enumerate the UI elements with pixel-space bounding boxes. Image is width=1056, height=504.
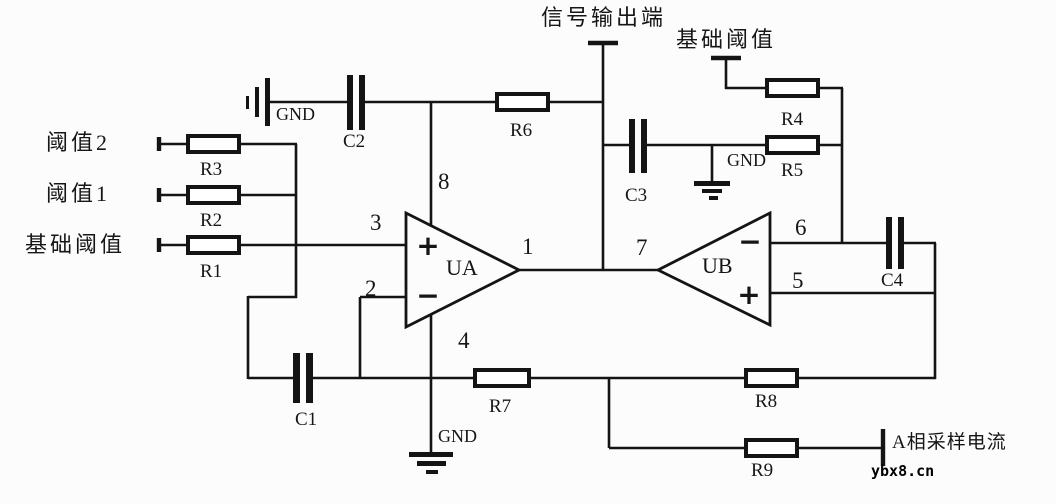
ref-c3: C3 [625,185,648,206]
ref-r3: R3 [200,159,223,180]
ref-r4: R4 [781,109,804,130]
resistor-r1 [186,235,241,255]
ref-r8: R8 [755,391,778,412]
ref-r2: R2 [200,210,223,231]
resistor-r7 [473,368,531,388]
pin-ua-8: 8 [438,169,450,194]
ref-r7: R7 [489,396,512,417]
opamp-ua-name: UA [446,255,478,280]
ground-symbol-bottom [409,452,453,474]
resistor-r5 [765,135,820,155]
wire [770,241,937,379]
wire [603,88,844,244]
ref-r6: R6 [510,120,533,141]
resistor-r3 [186,134,241,154]
terminal-label-threshold2: 阈值2 [46,130,111,155]
ref-c2: C2 [343,131,366,152]
terminal-label-phase-a-current: A相采样电流 [892,432,1007,453]
wire [724,58,843,90]
pin-ub-6: 6 [795,215,807,240]
ground-symbol-mid [694,181,730,200]
capacitor-c4 [886,217,904,269]
capacitor-c3 [629,119,647,173]
gnd-label-mid: GND [727,150,766,170]
resistor-r9 [744,438,799,458]
pin-ua-4: 4 [458,328,470,353]
opamp-ub-name: UB [702,253,733,278]
gnd-label-bottom: GND [438,426,477,446]
terminal-label-threshold1: 阈值1 [46,181,111,206]
ref-c1: C1 [295,409,318,430]
watermark: ybx8.cn [871,462,935,480]
terminal-label-base-threshold-top: 基础阈值 [676,27,777,52]
ref-r9: R9 [751,460,774,481]
ground-symbol-top-left [246,78,270,126]
ub-minus-icon: − [738,225,762,258]
ref-r5: R5 [781,160,804,181]
resistor-r8 [744,368,799,388]
pin-ua-1: 1 [522,234,534,259]
gnd-label-top: GND [276,104,315,124]
ref-r1: R1 [200,261,223,282]
ref-c4: C4 [881,270,904,291]
resistor-r6 [495,92,550,112]
wire [270,100,604,226]
ua-minus-icon: − [416,279,440,312]
terminal-label-base-threshold-left: 基础阈值 [25,232,126,257]
capacitor-c1 [293,353,313,403]
wire [248,295,936,452]
resistor-r2 [186,185,241,205]
capacitor-c2 [347,75,365,130]
pin-ub-5: 5 [792,268,804,293]
opamp-ua-symbol [404,210,523,330]
pin-ub-7: 7 [636,235,648,260]
wire [607,378,883,450]
ub-plus-icon: + [737,278,761,311]
pin-ua-2: 2 [365,276,377,301]
resistor-r4 [765,78,820,98]
terminal-label-signal-output: 信号输出端 [541,5,667,30]
ua-plus-icon: + [416,229,440,262]
wire [159,142,406,379]
pin-ua-3: 3 [370,210,382,235]
opamp-ub-symbol [654,210,772,328]
